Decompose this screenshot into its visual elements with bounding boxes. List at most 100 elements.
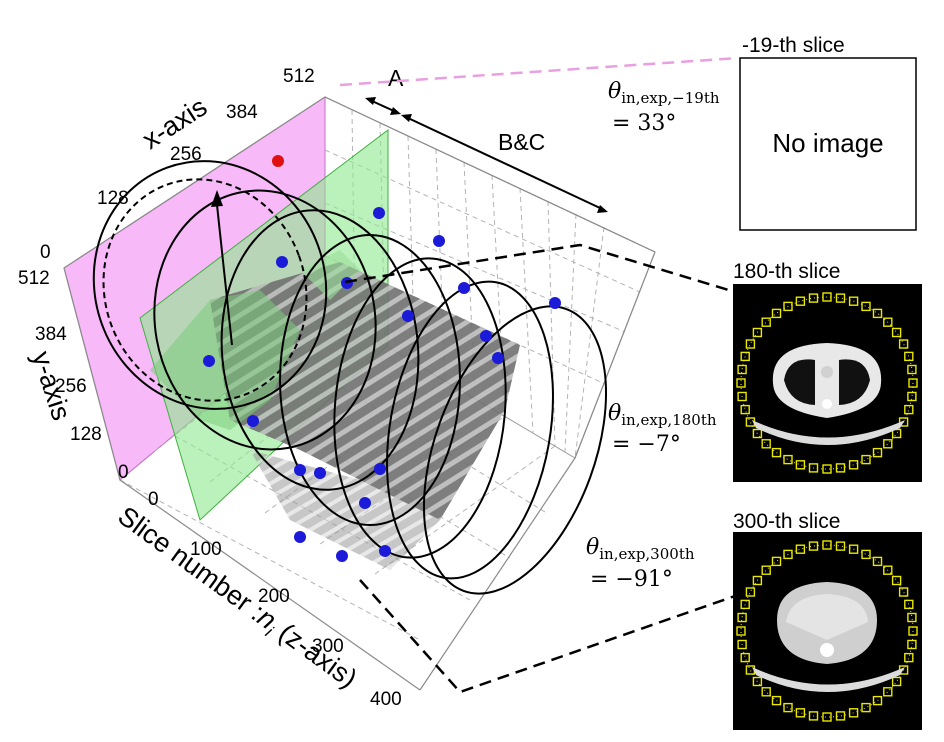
- detector-marker: [771, 308, 782, 319]
- region-arrows: [365, 97, 608, 213]
- connector-180: [344, 243, 736, 294]
- svg-text:θin,exp,−19th: θin,exp,−19th: [608, 79, 720, 107]
- detector-marker: [795, 544, 806, 554]
- x-tick-128: 128: [97, 188, 129, 209]
- svg-text:θin,exp,300th: θin,exp,300th: [586, 535, 695, 563]
- detector-marker: [740, 599, 750, 610]
- detector-marker: [904, 599, 914, 610]
- y-tick-0: 0: [118, 462, 129, 483]
- detector-marker: [745, 587, 756, 597]
- detector-marker: [907, 612, 917, 623]
- detector-marker: [907, 391, 917, 402]
- detector-marker: [808, 293, 819, 303]
- radius-arrow: [211, 190, 233, 346]
- start-point: [272, 155, 284, 167]
- detector-marker: [898, 339, 909, 349]
- slice-minus19-panel: [739, 57, 917, 231]
- detector-marker: [861, 454, 871, 465]
- detector-marker: [907, 639, 917, 650]
- detector-marker: [740, 404, 750, 415]
- detector-marker: [795, 460, 806, 470]
- detector-marker: [808, 463, 819, 473]
- detector-marker: [908, 378, 918, 388]
- y-tick-256: 256: [55, 376, 87, 397]
- orbit-7: [422, 305, 608, 595]
- detector-marker: [808, 711, 819, 721]
- detector-marker: [907, 364, 917, 375]
- detector-marker: [835, 463, 846, 473]
- y-tick-384: 384: [35, 324, 67, 345]
- x-tick-0: 0: [40, 242, 51, 263]
- detector-marker: [861, 301, 871, 312]
- detector-marker: [771, 695, 782, 706]
- detector-marker: [835, 711, 846, 721]
- detector-marker: [898, 587, 909, 597]
- detector-marker: [891, 676, 902, 687]
- slice-180-title: 180-th slice: [733, 260, 840, 283]
- detector-marker: [848, 544, 859, 554]
- x-tick-256: 256: [170, 144, 202, 165]
- detector-marker: [883, 317, 893, 327]
- detector-marker: [848, 708, 859, 718]
- svg-text:= −7°: = −7°: [612, 432, 681, 457]
- z-tick-0: 0: [148, 489, 159, 510]
- orbit-2: [153, 189, 377, 451]
- detector-marker: [891, 327, 902, 338]
- slice-180-panel: [733, 284, 922, 482]
- detector-marker: [736, 626, 746, 636]
- detector-markers-300: [736, 540, 918, 722]
- detector-marker: [737, 612, 747, 623]
- detector-marker: [740, 652, 750, 663]
- detector-marker: [835, 541, 846, 551]
- detector-marker: [848, 296, 859, 306]
- connector-300: [359, 579, 736, 694]
- detector-marker: [835, 293, 846, 303]
- detector-markers-180: [736, 292, 918, 474]
- detector-marker: [736, 378, 746, 388]
- detector-marker: [740, 351, 750, 362]
- detector-marker: [783, 549, 793, 560]
- detector-marker: [872, 308, 883, 319]
- detector-marker: [752, 575, 763, 586]
- detector-marker: [891, 575, 902, 586]
- theta-label-minus19: θin,exp,−19th = 33°: [608, 79, 720, 136]
- detector-marker: [904, 652, 914, 663]
- detector-marker: [761, 687, 771, 697]
- detector-marker: [872, 447, 883, 458]
- detector-marker: [861, 702, 871, 713]
- detector-marker: [908, 626, 918, 636]
- detector-marker: [883, 565, 893, 575]
- orbit-5: [333, 257, 507, 559]
- z-tick-400: 400: [370, 689, 402, 710]
- region-bc-label: B&C: [498, 129, 545, 155]
- detector-marker: [783, 702, 793, 713]
- detector-marker: [745, 339, 756, 349]
- region-a-label: A: [388, 65, 404, 91]
- detector-marker: [761, 317, 771, 327]
- detector-marker: [883, 687, 893, 697]
- x-tick-384: 384: [226, 102, 258, 123]
- detector-marker: [904, 351, 914, 362]
- detector-marker: [861, 549, 871, 560]
- detector-marker: [904, 404, 914, 415]
- z-tick-300: 300: [312, 636, 344, 657]
- y-tick-128: 128: [70, 424, 102, 445]
- svg-text:θin,exp,180th: θin,exp,180th: [608, 401, 717, 429]
- slice-300-title: 300-th slice: [733, 510, 840, 533]
- detector-marker: [795, 708, 806, 718]
- x-tick-512: 512: [283, 66, 315, 87]
- detector-marker: [752, 327, 763, 338]
- detector-marker: [822, 292, 832, 302]
- orbit-1-dashed: [102, 178, 308, 402]
- detector-marker: [848, 460, 859, 470]
- detector-marker: [898, 417, 909, 427]
- detector-marker: [771, 556, 782, 567]
- detector-marker: [872, 556, 883, 567]
- ct-volume: [150, 250, 520, 570]
- svg-text:= 33°: = 33°: [612, 111, 676, 136]
- detector-marker: [752, 676, 763, 687]
- detector-marker: [761, 565, 771, 575]
- detector-marker: [795, 296, 806, 306]
- theta-label-300: θin,exp,300th = −91°: [586, 535, 695, 592]
